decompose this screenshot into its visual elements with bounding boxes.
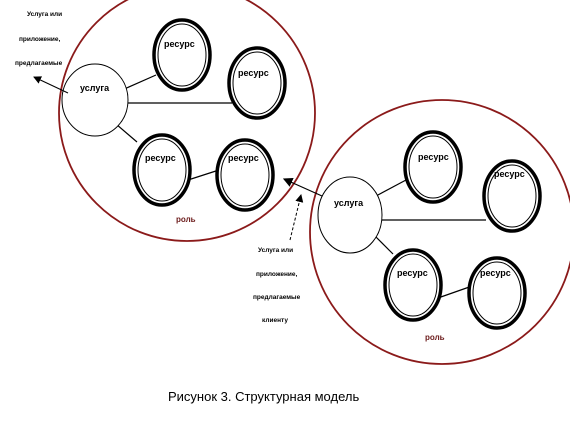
right-service-node bbox=[317, 176, 383, 254]
right-note-line-3: предлагаемые bbox=[253, 294, 301, 301]
right-note-line-4: клиенту bbox=[262, 317, 288, 324]
left-resource-4-label: ресурс bbox=[228, 153, 259, 163]
left-note-line-2: приложение, bbox=[19, 36, 60, 43]
left-resource-1: ресурс bbox=[152, 18, 212, 92]
right-link-service-res1 bbox=[375, 179, 407, 197]
right-service-note-arrow bbox=[289, 194, 304, 241]
right-resource-4-label: ресурс bbox=[480, 268, 511, 278]
right-resource-1-label: ресурс bbox=[418, 152, 449, 162]
left-link-service-res3 bbox=[115, 123, 138, 143]
left-link-service-res1 bbox=[121, 74, 157, 91]
right-resource-1: ресурс bbox=[403, 130, 463, 204]
left-resource-2: ресурс bbox=[227, 46, 287, 120]
left-role-group: услуга ресурс ресурс ресурс ресурс роль bbox=[58, 0, 316, 242]
figure-caption: Рисунок 3. Структурная модель bbox=[168, 389, 359, 404]
left-service-node bbox=[61, 63, 129, 137]
right-service-label: услуга bbox=[334, 198, 364, 208]
left-resource-1-label: ресурс bbox=[164, 39, 195, 49]
left-note: Услуга или приложение, предлагаемые bbox=[15, 11, 63, 67]
right-role-group: услуга ресурс ресурс ресурс ресурс роль bbox=[309, 99, 570, 365]
right-resource-4: ресурс bbox=[467, 256, 527, 330]
right-resource-3-label: ресурс bbox=[397, 268, 428, 278]
right-note-line-2: приложение, bbox=[256, 271, 297, 278]
service-to-left-role-arrow bbox=[282, 178, 323, 197]
right-note: Услуга или приложение, предлагаемые клие… bbox=[253, 247, 301, 324]
left-resource-2-label: ресурс bbox=[238, 68, 269, 78]
right-role-circle bbox=[309, 99, 570, 365]
left-resource-3: ресурс bbox=[132, 133, 192, 207]
left-role-label: роль bbox=[176, 215, 196, 224]
right-link-service-res3 bbox=[374, 235, 394, 255]
left-role-circle bbox=[58, 0, 316, 242]
left-resource-3-label: ресурс bbox=[145, 153, 176, 163]
left-resource-4: ресурс bbox=[215, 138, 275, 212]
left-note-line-1: Услуга или bbox=[27, 11, 62, 18]
left-note-line-3: предлагаемые bbox=[15, 60, 63, 67]
left-service-note-arrow bbox=[33, 76, 69, 94]
right-resource-2: ресурс bbox=[482, 159, 542, 233]
right-resource-2-label: ресурс bbox=[494, 169, 525, 179]
right-role-label: роль bbox=[425, 333, 445, 342]
right-resource-3: ресурс bbox=[383, 248, 443, 322]
left-link-res3-res4 bbox=[187, 169, 220, 181]
left-service-label: услуга bbox=[80, 83, 110, 93]
right-note-line-1: Услуга или bbox=[258, 247, 293, 254]
